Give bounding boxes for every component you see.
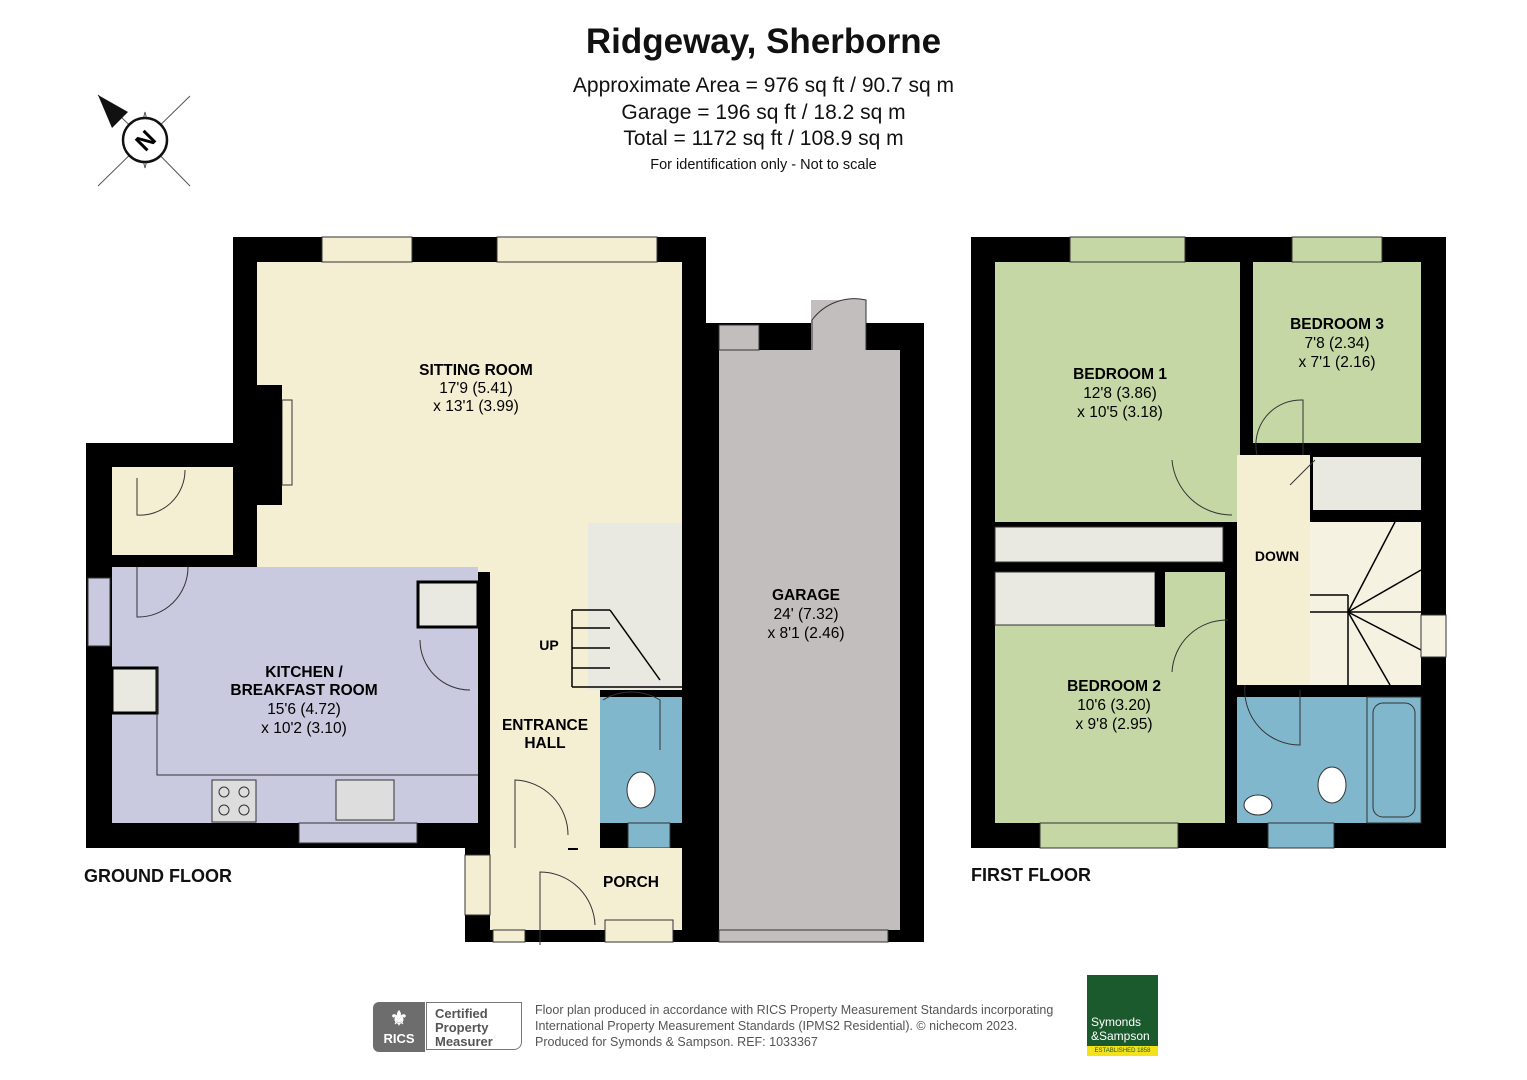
garage-area: Garage = 196 sq ft / 18.2 sq m xyxy=(621,101,906,124)
symonds-sampson-logo: Symonds &Sampson ESTABLISHED 1858 xyxy=(1087,975,1158,1056)
page-title: Ridgeway, Sherborne xyxy=(585,22,942,61)
hall-label: HALL xyxy=(524,735,565,752)
stairs-up-label: UP xyxy=(539,637,558,653)
bedroom-1-dim: 12'8 (3.86) xyxy=(1083,385,1157,402)
airing-cupboard xyxy=(1313,457,1421,510)
bedroom-1 xyxy=(995,262,1240,522)
wardrobe xyxy=(994,526,1224,563)
rics-logo: ⚜RICS xyxy=(373,1002,425,1052)
bedroom-3 xyxy=(1253,262,1421,443)
hall-label: ENTRANCE xyxy=(502,717,588,734)
landing xyxy=(1237,455,1310,685)
entrance-hall xyxy=(490,522,600,848)
first-floor-plan xyxy=(971,236,1447,849)
sitting-room-dim: x 13'1 (3.99) xyxy=(433,398,519,415)
garage-dim: x 8'1 (2.46) xyxy=(767,625,844,642)
sitting-room-label: SITTING ROOM xyxy=(419,362,533,379)
footer-text: Floor plan produced in accordance with R… xyxy=(535,1003,1054,1049)
total-area: Total = 1172 sq ft / 108.9 sq m xyxy=(623,127,904,150)
ground-floor-label: GROUND FLOOR xyxy=(84,866,232,886)
garage-label: GARAGE xyxy=(772,587,840,604)
approx-area: Approximate Area = 976 sq ft / 90.7 sq m xyxy=(572,74,955,97)
kitchen-label: BREAKFAST ROOM xyxy=(230,682,377,699)
garage xyxy=(719,350,900,930)
under-stairs-store xyxy=(588,523,682,690)
compass-north-icon: N xyxy=(97,94,191,187)
bedroom-1-dim: x 10'5 (3.18) xyxy=(1077,404,1163,421)
ground-floor-plan xyxy=(86,236,924,945)
first-floor-label: FIRST FLOOR xyxy=(971,865,1091,885)
kitchen-dim: x 10'2 (3.10) xyxy=(261,720,347,737)
porch-label: PORCH xyxy=(603,874,659,891)
kitchen-dim: 15'6 (4.72) xyxy=(267,701,341,718)
bedroom-1-label: BEDROOM 1 xyxy=(1073,366,1167,383)
bedroom-2-label: BEDROOM 2 xyxy=(1067,678,1161,695)
garage-dim: 24' (7.32) xyxy=(774,606,839,623)
porch xyxy=(490,848,682,930)
bedroom-2-dim: 10'6 (3.20) xyxy=(1077,697,1151,714)
stairwell xyxy=(1310,522,1421,685)
sitting-room xyxy=(257,262,682,572)
bedroom-3-dim: x 7'1 (2.16) xyxy=(1298,354,1375,371)
bedroom-2-dim: x 9'8 (2.95) xyxy=(1075,716,1152,733)
bedroom-3-label: BEDROOM 3 xyxy=(1290,316,1384,333)
lobby xyxy=(112,467,233,555)
kitchen-label: KITCHEN / xyxy=(265,664,343,681)
wardrobe xyxy=(994,571,1156,626)
disclaimer: For identification only - Not to scale xyxy=(650,157,877,173)
sitting-room-dim: 17'9 (5.41) xyxy=(439,380,513,397)
bedroom-3-dim: 7'8 (2.34) xyxy=(1305,335,1370,352)
stairs-down-label: DOWN xyxy=(1255,548,1299,564)
